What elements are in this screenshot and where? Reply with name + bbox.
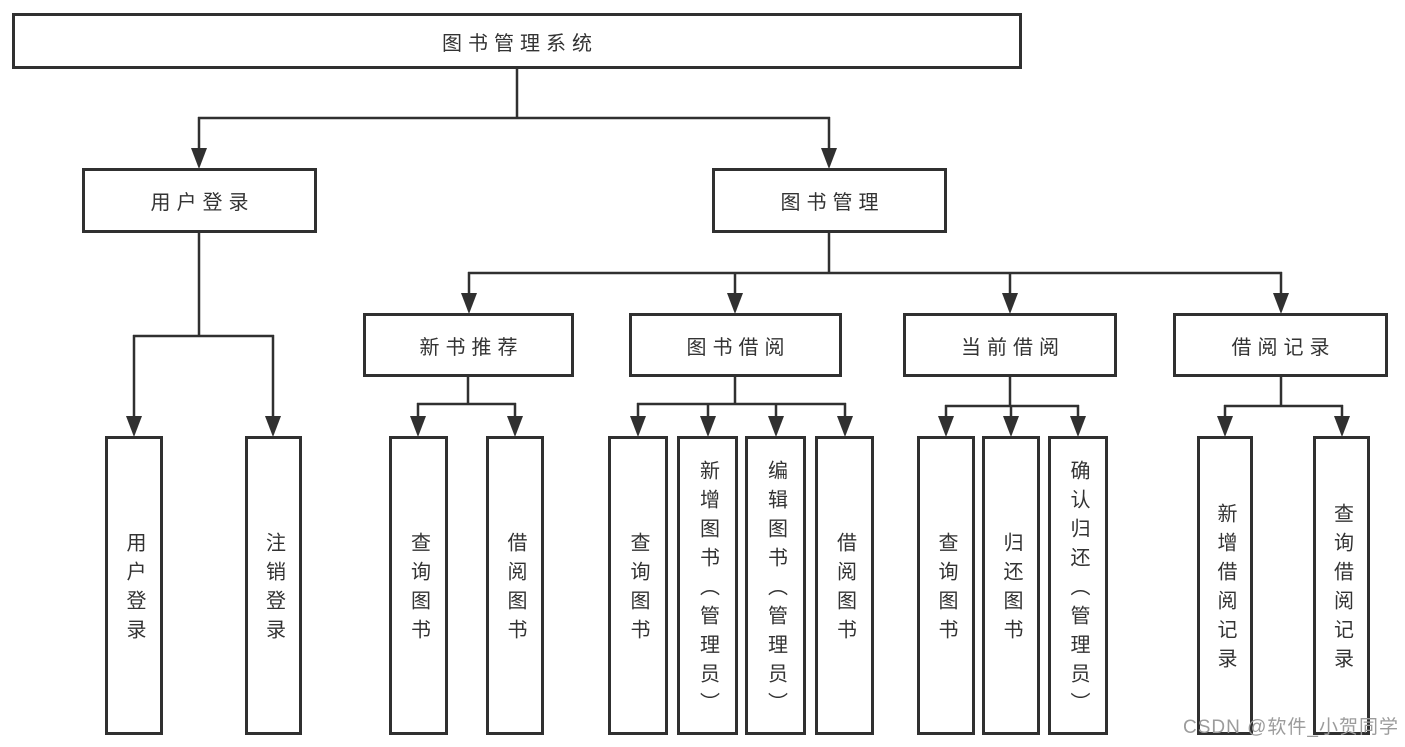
leaf-add-borrow-record: 新增借阅记录 (1197, 436, 1253, 735)
connector-current-borrow (944, 377, 1080, 422)
leaf-query-books-1: 查询图书 (389, 436, 448, 735)
leaf-logout: 注销登录 (245, 436, 302, 735)
arrowhead-icon (1070, 416, 1086, 437)
node-label: 新书推荐 (419, 336, 524, 359)
node-user-login: 用户登录 (82, 168, 317, 233)
connector-borrow-records (1223, 377, 1344, 422)
arrowhead-icon (461, 293, 477, 314)
leaf-query-books-2: 查询图书 (608, 436, 668, 735)
connector-user-login (132, 233, 275, 422)
leaf-add-books-admin: 新增图书（管理员） (677, 436, 738, 735)
leaf-query-borrow-record: 查询借阅记录 (1313, 436, 1370, 735)
connector-book-borrow (636, 377, 847, 422)
node-label: 注销登录 (262, 532, 285, 648)
node-book-mgmt: 图书管理 (712, 168, 947, 233)
node-label: 借阅图书 (504, 532, 526, 648)
node-current-borrow: 当前借阅 (903, 313, 1117, 377)
leaf-confirm-return-admin: 确认归还（管理员） (1048, 436, 1108, 735)
node-label: 新增图书（管理员） (696, 459, 719, 721)
arrowhead-icon (938, 416, 954, 437)
node-label: 用户登录 (123, 532, 145, 648)
node-new-books: 新书推荐 (363, 313, 574, 377)
arrowhead-icon (1273, 293, 1289, 314)
connector-line (197, 68, 831, 152)
node-label: 图书管理系统 (442, 32, 598, 55)
node-label: 查询图书 (627, 532, 649, 648)
node-system-root: 图书管理系统 (12, 13, 1022, 69)
node-label: 当前借阅 (961, 336, 1065, 359)
arrowhead-icon (1002, 293, 1018, 314)
node-label: 查询借阅记录 (1330, 503, 1353, 677)
leaf-user-login: 用户登录 (105, 436, 163, 735)
csdn-watermark: CSDN @软件_小贺同学 (1183, 717, 1399, 738)
connector-line (467, 233, 1283, 298)
connector-root (197, 68, 831, 152)
node-book-borrow: 图书借阅 (629, 313, 842, 377)
arrowhead-icon (1217, 416, 1233, 437)
arrowhead-icon (265, 416, 281, 437)
connector-new-books (416, 377, 517, 422)
node-label: 图书管理 (780, 192, 885, 214)
arrowhead-icon (700, 416, 716, 437)
leaf-borrow-books-1: 借阅图书 (486, 436, 544, 735)
connector-line (416, 377, 517, 422)
node-label: 归还图书 (1000, 532, 1022, 648)
arrowhead-icon (410, 416, 426, 437)
node-label: 借阅图书 (833, 532, 856, 648)
leaf-borrow-books-2: 借阅图书 (815, 436, 874, 735)
arrowhead-icon (126, 416, 142, 437)
leaf-return-books: 归还图书 (982, 436, 1040, 735)
leaf-query-books-3: 查询图书 (917, 436, 975, 735)
arrowhead-icon (1334, 416, 1350, 437)
node-label: 查询图书 (935, 532, 957, 648)
connector-line (132, 233, 275, 422)
arrowhead-icon (837, 416, 853, 437)
node-label: 新增借阅记录 (1214, 503, 1236, 677)
node-label: 查询图书 (407, 532, 430, 648)
connector-line (636, 377, 847, 422)
arrowhead-icon (507, 416, 523, 437)
connector-line (944, 377, 1080, 422)
node-label: 确认归还（管理员） (1067, 459, 1089, 721)
connector-line (1223, 377, 1344, 422)
leaf-edit-books-admin: 编辑图书（管理员） (745, 436, 806, 735)
arrowhead-icon (768, 416, 784, 437)
arrowhead-icon (821, 148, 837, 169)
node-label: 用户登录 (150, 192, 255, 214)
node-label: 编辑图书（管理员） (764, 459, 787, 721)
node-label: 图书借阅 (686, 336, 791, 359)
arrowhead-icon (727, 293, 743, 314)
connector-book-mgmt (467, 233, 1283, 298)
arrowhead-icon (1003, 416, 1019, 437)
arrowhead-icon (191, 148, 207, 169)
arrowhead-icon (630, 416, 646, 437)
node-borrow-records: 借阅记录 (1173, 313, 1388, 377)
node-label: 借阅记录 (1231, 336, 1336, 359)
